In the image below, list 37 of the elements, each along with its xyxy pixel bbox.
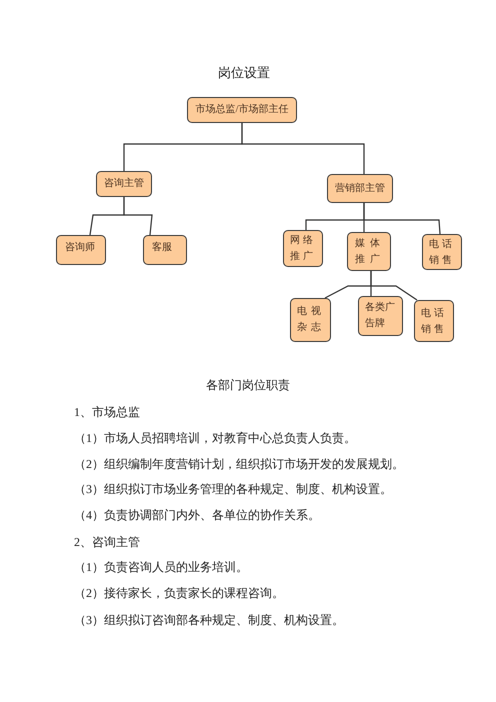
position-box	[422, 234, 462, 270]
position-box	[327, 174, 393, 203]
position-title: 各类广告牌	[365, 300, 396, 330]
position-box	[96, 171, 152, 197]
position-box	[347, 232, 391, 271]
position-title: 网络推广	[290, 234, 317, 264]
connector-line	[241, 123, 365, 174]
duty-item: （3）组织拟订市场业务管理的各种规定、制度、机构设置。	[74, 481, 392, 498]
duty-item: （1）市场人员招聘培训，对教育中心总负责人负责。	[74, 430, 356, 447]
position-box	[283, 230, 323, 267]
position-title: 营销部主管	[335, 182, 385, 196]
duty-item: （3）组织拟订咨询部各种规定、制度、机构设置。	[74, 612, 344, 629]
page-title: 岗位设置	[218, 64, 270, 82]
position-title: 市场总监/市场部主任	[196, 102, 288, 118]
duty-item: （2）组织编制年度营销计划，组织拟订市场开发的发展规划。	[74, 456, 404, 473]
position-box	[56, 235, 106, 265]
duty-item: （2）接待家长，负责家长的课程咨询。	[74, 585, 284, 602]
subsection-heading: 2、咨询主管	[74, 534, 140, 551]
position-box	[414, 300, 454, 342]
position-title: 媒体推广	[355, 237, 386, 266]
connector-line	[123, 197, 153, 236]
duty-item: （4）负责协调部门内外、各单位的协作关系。	[74, 507, 320, 524]
subsection-heading: 1、市场总监	[74, 404, 140, 421]
position-box	[143, 235, 187, 265]
position-box	[187, 97, 297, 123]
connector-line	[370, 271, 418, 300]
position-title: 咨询师	[65, 241, 95, 255]
position-title: 电话销售	[421, 306, 448, 336]
duty-item: （1）负责咨询人员的业务培训。	[74, 559, 248, 576]
connector-line	[363, 203, 441, 234]
position-box	[358, 296, 403, 336]
position-title: 电视杂志	[297, 304, 326, 334]
position-title: 客服	[152, 240, 172, 255]
section-heading: 各部门岗位职责	[206, 377, 290, 394]
position-box	[290, 298, 331, 342]
position-title: 电话销售	[429, 238, 456, 268]
position-title: 咨询主管	[104, 176, 144, 192]
